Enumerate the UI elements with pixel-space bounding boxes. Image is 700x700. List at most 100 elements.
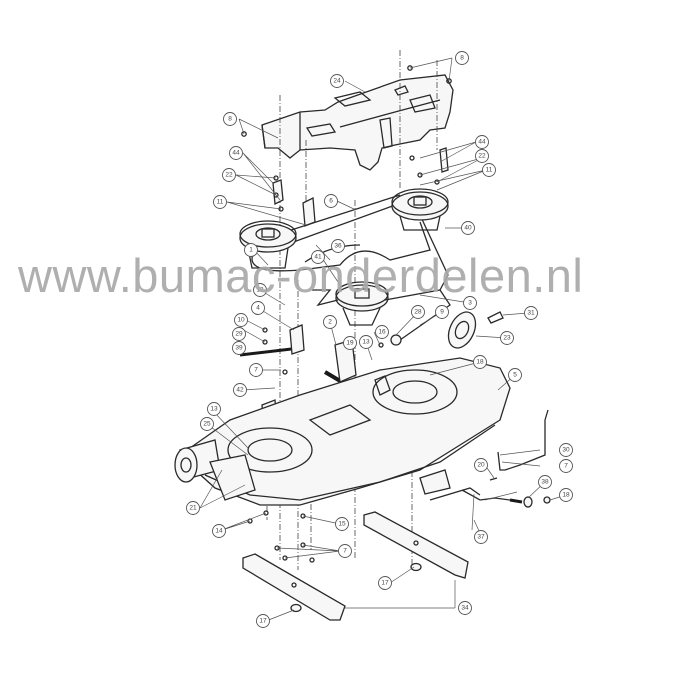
callout-13: 13	[359, 335, 373, 349]
deck-housing	[189, 357, 511, 506]
callout-37: 37	[474, 530, 488, 544]
svg-text:20: 20	[477, 462, 485, 469]
callout-21: 21	[186, 501, 200, 515]
front-hitch-bracket	[419, 469, 481, 501]
svg-text:10: 10	[237, 317, 245, 324]
callout-13-left: 13	[207, 402, 221, 416]
spindle-pulley-right	[391, 188, 449, 231]
callout-31: 31	[524, 306, 538, 320]
callout-5: 5	[508, 368, 522, 382]
callout-16: 16	[375, 325, 389, 339]
callout-29: 29	[232, 327, 246, 341]
callout-36: 36	[331, 239, 345, 253]
svg-text:19: 19	[346, 340, 354, 347]
svg-text:13: 13	[362, 339, 370, 346]
svg-text:16: 16	[378, 329, 386, 336]
callout-22-right: 22	[475, 149, 489, 163]
svg-text:12: 12	[256, 287, 264, 294]
svg-text:17: 17	[381, 580, 389, 587]
gauge-wheel-left	[174, 439, 256, 501]
callout-17-right: 17	[378, 576, 392, 590]
svg-text:34: 34	[461, 605, 469, 612]
callout-41: 41	[311, 250, 325, 264]
svg-text:18: 18	[476, 359, 484, 366]
callout-8-left: 8	[223, 112, 237, 126]
svg-text:15: 15	[338, 521, 346, 528]
callout-44-right: 44	[475, 135, 489, 149]
svg-text:13: 13	[210, 406, 218, 413]
svg-text:17: 17	[259, 618, 267, 625]
callout-28: 28	[411, 305, 425, 319]
callout-20: 20	[474, 458, 488, 472]
callout-44-left: 44	[229, 146, 243, 160]
svg-text:22: 22	[225, 172, 233, 179]
svg-text:44: 44	[478, 139, 486, 146]
belt-cover	[261, 74, 454, 171]
svg-text:8: 8	[228, 116, 232, 123]
lift-rod	[461, 409, 551, 531]
callout-7-mid: 7	[249, 363, 263, 377]
svg-text:23: 23	[503, 335, 511, 342]
callout-6: 6	[324, 194, 338, 208]
callout-2: 2	[323, 315, 337, 329]
svg-text:8: 8	[460, 55, 464, 62]
svg-text:5: 5	[513, 372, 517, 379]
callout-11-right: 11	[482, 163, 496, 177]
callout-18-right: 18	[559, 488, 573, 502]
svg-text:2: 2	[328, 319, 332, 326]
callout-11-left: 11	[213, 195, 227, 209]
svg-text:39: 39	[235, 345, 243, 352]
callout-7-right: 7	[559, 459, 573, 473]
callout-18: 18	[473, 355, 487, 369]
svg-text:22: 22	[478, 153, 486, 160]
callout-38: 38	[538, 475, 552, 489]
callout-42: 42	[233, 383, 247, 397]
callout-12: 12	[253, 283, 267, 297]
callout-24-cover: 24	[330, 74, 344, 88]
svg-text:25: 25	[203, 421, 211, 428]
svg-text:28: 28	[414, 309, 422, 316]
callout-34: 34	[458, 601, 472, 615]
svg-text:18: 18	[562, 492, 570, 499]
svg-text:29: 29	[235, 331, 243, 338]
callout-10: 10	[234, 313, 248, 327]
svg-text:44: 44	[232, 150, 240, 157]
svg-text:31: 31	[527, 310, 535, 317]
mower-blade-left	[242, 553, 346, 621]
callout-25: 25	[200, 417, 214, 431]
svg-text:11: 11	[486, 167, 493, 174]
svg-text:40: 40	[464, 225, 472, 232]
callout-labels: 8 24 8 44 22 11 44 22 11 6 40 1 36 41 3 …	[186, 51, 573, 628]
callout-9: 9	[435, 305, 449, 319]
svg-text:6: 6	[329, 198, 333, 205]
callout-17-left: 17	[256, 614, 270, 628]
svg-text:1: 1	[249, 247, 253, 254]
mower-blade-right	[363, 511, 469, 579]
callout-19: 19	[343, 336, 357, 350]
callout-40: 40	[461, 221, 475, 235]
watermark-text: www.bumac-onderdelen.nl	[18, 249, 584, 302]
callout-23: 23	[500, 331, 514, 345]
callout-3: 3	[463, 296, 477, 310]
svg-text:4: 4	[256, 305, 260, 312]
svg-text:30: 30	[562, 447, 570, 454]
svg-text:3: 3	[468, 300, 472, 307]
svg-text:7: 7	[254, 367, 258, 374]
svg-text:36: 36	[334, 243, 342, 250]
svg-text:7: 7	[564, 463, 568, 470]
svg-text:42: 42	[236, 387, 244, 394]
callout-39: 39	[232, 341, 246, 355]
svg-text:14: 14	[215, 528, 223, 535]
callout-14: 14	[212, 524, 226, 538]
svg-text:21: 21	[189, 505, 197, 512]
svg-text:38: 38	[541, 479, 549, 486]
callout-1: 1	[244, 243, 258, 257]
callout-4: 4	[251, 301, 265, 315]
spindle-pulley-center	[335, 281, 389, 326]
svg-text:24: 24	[333, 78, 341, 85]
svg-text:11: 11	[217, 199, 224, 206]
svg-text:9: 9	[440, 309, 444, 316]
callout-8-top: 8	[455, 51, 469, 65]
